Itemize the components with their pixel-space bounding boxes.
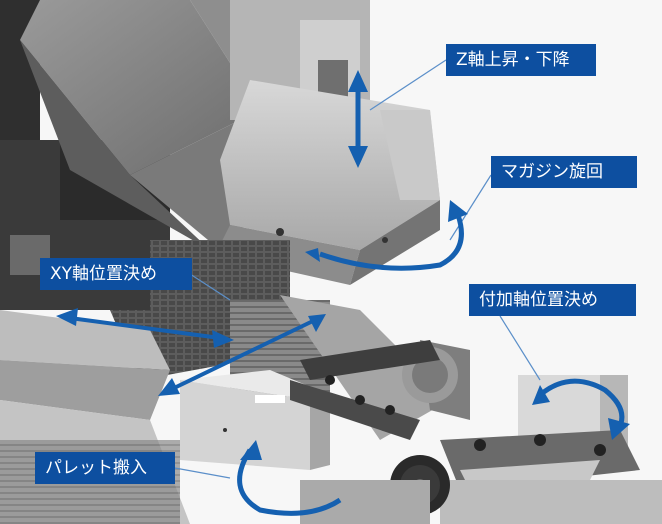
magazine-rotation-label: マガジン旋回 (491, 156, 637, 188)
z-axis-arrow (348, 70, 368, 168)
xy-axis-positioning-label: XY軸位置決め (40, 258, 192, 290)
rotary-motor (300, 455, 450, 524)
z-axis-label: Z軸上昇・下降 (446, 44, 596, 76)
additional-axis-rotation-arrow (532, 378, 630, 440)
pallet-frame (290, 340, 440, 440)
magazine-rotation-arrow (305, 200, 468, 271)
additional-axis-positioning-label: 付加軸位置決め (469, 284, 636, 316)
xy-axis-arrows (56, 308, 326, 396)
pallet-loading-label: パレット搬入 (35, 452, 175, 484)
pallet-rotation-arrow (237, 440, 342, 516)
additional-axis-unit (440, 375, 662, 524)
leader-lines (174, 59, 541, 479)
